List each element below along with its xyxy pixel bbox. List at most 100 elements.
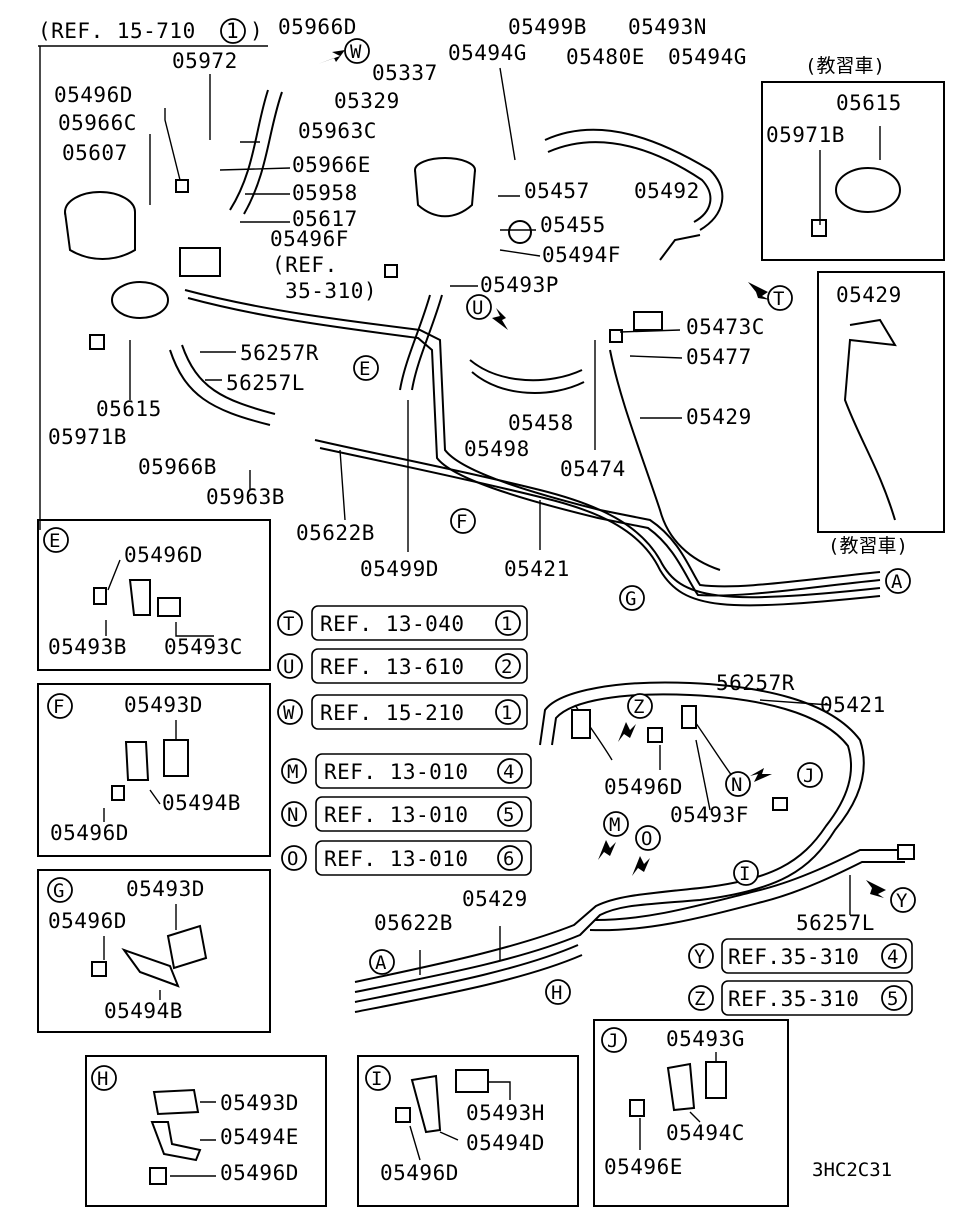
detail-g-part-3: 05494B — [104, 999, 183, 1023]
callout-i-low-text: I — [739, 863, 750, 885]
ref-t-text: REF. 13-040 — [320, 612, 465, 636]
callout-z-low — [627, 693, 653, 719]
label-05429-low: 05429 — [462, 887, 528, 911]
bolt-05971B-left — [89, 334, 105, 350]
bolt-05971B-right — [811, 219, 827, 237]
detail-h-key: H — [97, 1068, 108, 1090]
label-56257R-low: 56257R — [716, 671, 795, 695]
label-05458: 05458 — [508, 411, 574, 435]
callout-w-top — [344, 38, 370, 64]
detail-e-part-2: 05493B — [48, 635, 127, 659]
callout-t-top — [767, 285, 793, 311]
label-05421-top: 05421 — [504, 557, 570, 581]
detail-box-h-frame — [85, 1055, 327, 1207]
detail-h-part-3: 05496D — [220, 1161, 299, 1185]
label-05493P: 05493P — [480, 273, 559, 297]
callout-e-main-text: E — [359, 358, 370, 380]
detail-i-clip — [455, 1069, 489, 1093]
ref-w-box — [311, 694, 528, 730]
detail-j-bolt — [629, 1099, 645, 1117]
callout-u-top — [466, 294, 492, 320]
label-05499D: 05499D — [360, 557, 439, 581]
ref-o-num-circle — [497, 845, 523, 871]
box-05615 — [761, 81, 945, 261]
detail-i-part-3: 05496D — [380, 1161, 459, 1185]
detail-f-key: F — [53, 696, 64, 718]
detail-j-part-3: 05496E — [604, 1155, 683, 1179]
label-05429-main: 05429 — [686, 405, 752, 429]
detail-g-bolt — [91, 961, 107, 977]
detail-g-part-1: 05493D — [126, 877, 205, 901]
ref-w-num: 1 — [501, 702, 512, 724]
driving-school-box-2: (教習車) — [817, 271, 945, 557]
header-ref-bracket — [38, 45, 268, 530]
label-05963C: 05963C — [298, 119, 377, 143]
label-05958: 05958 — [292, 181, 358, 205]
label-05966D-top: 05966D — [278, 15, 357, 39]
ref-z-box — [721, 980, 913, 1016]
ref-n-key-circle — [281, 801, 307, 827]
ref-o-key-circle — [281, 845, 307, 871]
detail-e-key-circle — [43, 527, 69, 553]
ref-m-key: M — [287, 761, 298, 783]
detail-box-h: H 05493D 05494E 05496D — [85, 1055, 327, 1207]
callout-j-low — [797, 762, 823, 788]
ref-t-num: 1 — [501, 613, 512, 635]
main-pipes — [169, 89, 881, 607]
label-05607: 05607 — [62, 141, 128, 165]
ref-n-key: N — [287, 804, 298, 826]
callout-a-low — [369, 949, 395, 975]
diagram-code: 3HC2C31 — [812, 1159, 892, 1181]
ref-u-box — [311, 648, 528, 684]
ref-u-key-circle — [277, 653, 303, 679]
callout-n-low-text: N — [731, 774, 742, 796]
clip-05493F — [681, 705, 697, 729]
ref-z-num-circle — [881, 985, 907, 1011]
label-05971B-right: 05971B — [766, 123, 845, 147]
arrow-z — [618, 722, 636, 742]
ref-t-key-circle — [277, 610, 303, 636]
label-05477: 05477 — [686, 345, 752, 369]
detail-i-bolt — [395, 1107, 411, 1123]
detail-g-clip — [166, 924, 208, 970]
arrow-o — [632, 856, 650, 876]
label-05494F: 05494F — [542, 243, 621, 267]
detail-g-key: G — [53, 880, 64, 902]
label-05622B-low: 05622B — [374, 911, 453, 935]
callout-h-low — [545, 979, 571, 1005]
arrow-y — [866, 880, 886, 898]
detail-i-key: I — [371, 1068, 382, 1090]
ref-u-num: 2 — [501, 656, 512, 678]
ref-n-num: 5 — [503, 804, 514, 826]
header-ref-text: (REF. 15-710 — [38, 19, 196, 43]
label-05966E: 05966E — [292, 153, 371, 177]
detail-j-part-2: 05494C — [666, 1121, 745, 1145]
ref-w-num-circle — [495, 699, 521, 725]
ref-y-box — [721, 938, 913, 974]
label-05615-left: 05615 — [96, 397, 162, 421]
detail-i-part-1: 05493H — [466, 1101, 545, 1125]
ref-y-key: Y — [694, 946, 706, 968]
detail-i-key-circle — [365, 1065, 391, 1091]
detail-box-g-frame — [37, 869, 271, 1033]
callout-j-low-text: J — [803, 765, 814, 787]
arrow-t — [748, 282, 770, 300]
header-ref-circle — [220, 18, 246, 44]
label-05429-right: 05429 — [836, 283, 902, 307]
ref-o-num: 6 — [503, 848, 514, 870]
detail-e-bolt — [93, 587, 107, 605]
detail-g-part-2: 05496D — [48, 909, 127, 933]
clamp-05615-right — [835, 167, 901, 213]
detail-h-clip — [152, 1088, 200, 1116]
note-jp-2: (教習車) — [828, 535, 908, 557]
detail-h-part-2: 05494E — [220, 1125, 299, 1149]
ref-u-num-circle — [495, 653, 521, 679]
detail-f-part-3: 05496D — [50, 821, 129, 845]
detail-f-bolt — [111, 785, 125, 801]
callouts: W T U E F G A Z J N M O I Y A H — [344, 38, 916, 1005]
arrow-m — [598, 840, 616, 860]
label-05498: 05498 — [464, 437, 530, 461]
union-56257R — [571, 709, 591, 739]
callout-o-low — [635, 825, 661, 851]
